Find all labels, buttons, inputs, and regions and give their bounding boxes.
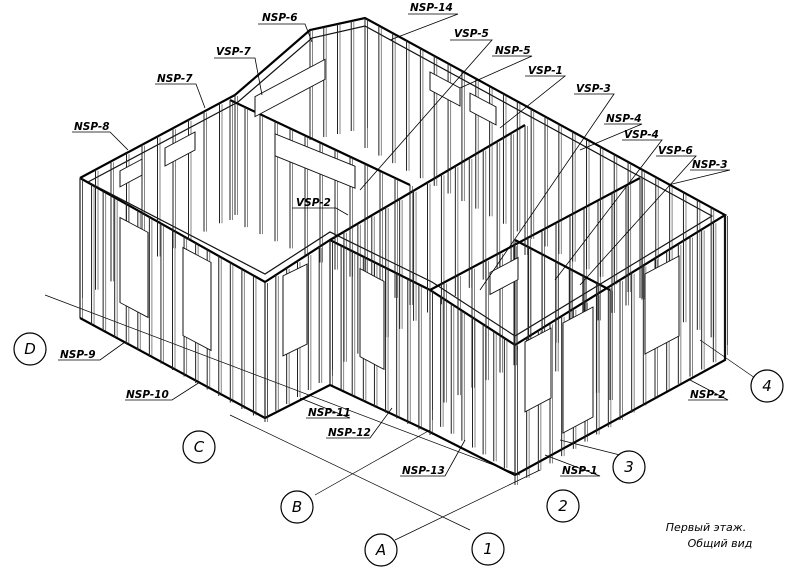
window-opening bbox=[182, 246, 212, 352]
label-vsp4: VSP-4 bbox=[624, 129, 659, 141]
caption-line-1: Первый этаж. bbox=[666, 521, 746, 534]
label-nsp11: NSP-11 bbox=[308, 407, 351, 419]
label-vsp5: VSP-5 bbox=[454, 28, 489, 40]
grid-axis-lines bbox=[44, 294, 756, 541]
window-opening bbox=[282, 263, 308, 357]
axis-bubble-1: 1 bbox=[471, 532, 505, 566]
window-opening bbox=[274, 133, 356, 189]
window-opening bbox=[644, 255, 680, 355]
svg-text:B: B bbox=[292, 498, 302, 516]
leader-vsp3 bbox=[479, 93, 615, 291]
leader-nsp9 bbox=[58, 341, 126, 361]
axis-line-d bbox=[44, 294, 521, 476]
leader-nsp2 bbox=[688, 379, 729, 401]
axis-line-3 bbox=[559, 439, 621, 456]
panel-labels: NSP-6 NSP-14 VSP-7 VSP-5 NSP-5 NSP-7 VSP… bbox=[60, 2, 728, 477]
label-nsp2: NSP-2 bbox=[690, 389, 726, 401]
partition-top-3 bbox=[429, 177, 641, 291]
drawing-caption: Первый этаж. Общий вид bbox=[666, 521, 753, 550]
window-opening bbox=[164, 131, 196, 167]
window-opening bbox=[524, 327, 552, 413]
axis-bubble-3: 3 bbox=[612, 450, 646, 484]
label-nsp3: NSP-3 bbox=[692, 159, 728, 171]
window-opening bbox=[119, 216, 149, 319]
label-vsp1: VSP-1 bbox=[528, 65, 563, 77]
top-plate-inner bbox=[87, 25, 714, 337]
label-nsp9: NSP-9 bbox=[60, 349, 96, 361]
label-nsp5: NSP-5 bbox=[495, 45, 531, 57]
axis-line-1 bbox=[394, 469, 541, 541]
leader-nsp6 bbox=[258, 23, 313, 43]
leader-vsp6 bbox=[579, 155, 697, 286]
leader-nsp4 bbox=[579, 123, 643, 151]
window-opening bbox=[359, 267, 385, 371]
window-opening bbox=[119, 158, 143, 188]
leader-nsp11 bbox=[299, 397, 351, 419]
door-opening bbox=[562, 306, 594, 434]
svg-text:A: A bbox=[375, 541, 386, 559]
label-leaders bbox=[58, 13, 731, 477]
label-vsp2: VSP-2 bbox=[296, 197, 331, 209]
axis-bubble-4: 4 bbox=[750, 369, 784, 403]
leader-nsp3 bbox=[667, 169, 731, 186]
label-nsp13: NSP-13 bbox=[402, 465, 445, 477]
window-openings bbox=[119, 58, 680, 434]
window-opening bbox=[429, 71, 461, 107]
leader-vsp7 bbox=[214, 57, 263, 96]
wall-studs bbox=[79, 18, 728, 485]
leader-nsp7 bbox=[155, 83, 206, 109]
partition-top-4 bbox=[514, 239, 611, 291]
leader-vsp4 bbox=[554, 139, 663, 281]
window-opening bbox=[254, 58, 326, 118]
axis-bubble-c: C bbox=[182, 430, 216, 464]
label-vsp3: VSP-3 bbox=[576, 83, 611, 95]
axis-bubble-d: D bbox=[13, 332, 47, 366]
leader-vsp2 bbox=[292, 207, 349, 216]
leader-nsp13 bbox=[400, 439, 466, 477]
axis-bubble-a: A bbox=[364, 533, 398, 567]
label-nsp7: NSP-7 bbox=[157, 73, 193, 85]
label-nsp12: NSP-12 bbox=[328, 427, 371, 439]
label-nsp4: NSP-4 bbox=[606, 113, 642, 125]
window-opening bbox=[489, 256, 519, 296]
window-opening bbox=[469, 92, 497, 126]
leader-nsp8 bbox=[72, 131, 129, 151]
leader-nsp14 bbox=[389, 13, 459, 41]
axis-bubbles: D C B A 1 2 3 4 bbox=[13, 332, 784, 567]
leader-vsp5 bbox=[359, 39, 493, 191]
axis-bubble-b: B bbox=[280, 490, 314, 524]
label-nsp14: NSP-14 bbox=[410, 2, 453, 14]
label-nsp8: NSP-8 bbox=[74, 121, 110, 133]
leader-nsp1 bbox=[544, 454, 601, 477]
svg-text:1: 1 bbox=[483, 540, 493, 558]
svg-text:D: D bbox=[24, 340, 36, 358]
axis-line-c bbox=[229, 414, 471, 531]
leader-vsp1 bbox=[499, 75, 567, 129]
label-nsp1: NSP-1 bbox=[562, 465, 598, 477]
axis-line-4 bbox=[699, 339, 756, 379]
label-vsp7: VSP-7 bbox=[216, 46, 252, 58]
svg-text:C: C bbox=[194, 438, 205, 456]
svg-text:3: 3 bbox=[624, 458, 634, 476]
leader-nsp10 bbox=[125, 381, 201, 401]
leader-nsp12 bbox=[326, 407, 393, 439]
svg-text:2: 2 bbox=[558, 497, 568, 515]
label-nsp6: NSP-6 bbox=[262, 12, 298, 24]
svg-text:4: 4 bbox=[762, 377, 772, 395]
axis-line-2 bbox=[314, 429, 431, 496]
label-vsp6: VSP-6 bbox=[658, 145, 693, 157]
axis-bubble-2: 2 bbox=[546, 489, 580, 523]
leader-nsp5 bbox=[459, 55, 533, 89]
label-nsp10: NSP-10 bbox=[126, 389, 169, 401]
caption-line-2: Общий вид bbox=[688, 537, 753, 550]
